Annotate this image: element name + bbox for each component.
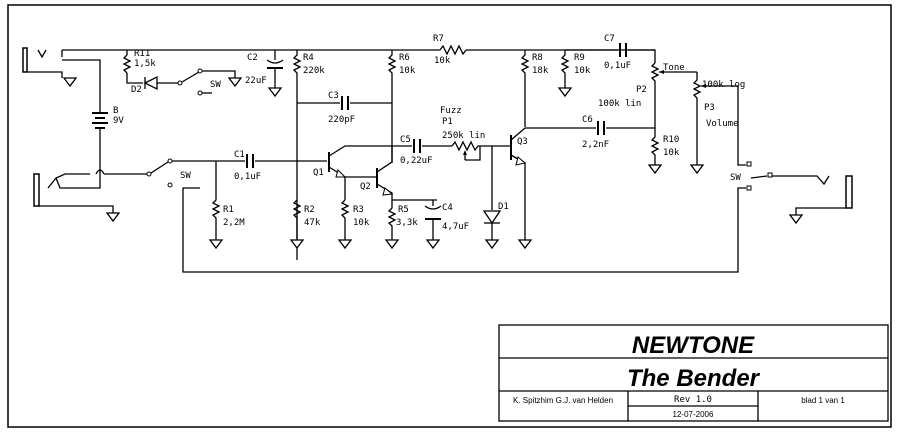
label-r1-ref: R1: [223, 205, 234, 215]
ground-icon: [557, 87, 573, 98]
ground-icon: [105, 212, 121, 223]
component-labels: R11 1,5k D2 SW C2 22uF B 9V R4 220k C3 2…: [113, 34, 745, 232]
label-r1-value: 2,2M: [223, 218, 245, 228]
label-p2-ref: P2: [636, 85, 647, 95]
label-b-ref: B: [113, 106, 118, 116]
title-company: NEWTONE: [632, 332, 755, 359]
label-b-value: 9V: [113, 116, 124, 126]
label-r6-value: 10k: [399, 66, 416, 76]
label-c3-ref: C3: [328, 91, 339, 101]
ground-icon: [517, 239, 533, 250]
ground-icon: [227, 77, 243, 88]
title-date: 12-07-2006: [673, 410, 714, 419]
label-c7-ref: C7: [604, 34, 615, 44]
label-p2-value: 100k lin: [598, 99, 641, 109]
ground-icon: [384, 239, 400, 250]
label-q1-ref: Q1: [313, 168, 324, 178]
label-r11-ref: R11: [134, 49, 150, 59]
label-r4-value: 220k: [303, 66, 325, 76]
label-r6-ref: R6: [399, 53, 410, 63]
label-p3-name: Volume: [706, 119, 739, 129]
label-c2-value: 22uF: [245, 76, 267, 86]
label-r7-value: 10k: [434, 56, 451, 66]
input-jack-top-sleeve: [22, 47, 28, 73]
label-r3-value: 10k: [353, 218, 370, 228]
label-c5-value: 0,22uF: [400, 156, 433, 166]
title-revision: Rev 1.0: [674, 395, 712, 405]
ground-icon: [208, 239, 224, 250]
label-c4-ref: C4: [442, 203, 453, 213]
title-project: The Bender: [627, 365, 761, 392]
label-c1-ref: C1: [234, 150, 245, 160]
label-p2-name: Tone: [663, 63, 685, 73]
title-sheet: blad 1 van 1: [801, 396, 845, 405]
ground-icon: [337, 239, 353, 250]
label-p1-value: 250k lin: [442, 131, 485, 141]
label-d2-ref: D2: [131, 85, 142, 95]
label-c6-ref: C6: [582, 115, 593, 125]
label-r4-ref: R4: [303, 53, 314, 63]
label-r2-ref: R2: [304, 205, 315, 215]
label-p1-ref: P1: [442, 117, 453, 127]
label-c3-value: 220pF: [328, 115, 355, 125]
label-sw-top: SW: [210, 80, 221, 90]
ground-icon: [425, 239, 441, 250]
label-c1-value: 0,1uF: [234, 172, 261, 182]
label-r8-ref: R8: [532, 53, 543, 63]
sheet-border: [7, 4, 892, 428]
label-r2-value: 47k: [304, 218, 321, 228]
title-block: NEWTONE The Bender K. Spitzhim G.J. van …: [498, 324, 889, 422]
label-c6-value: 2,2nF: [582, 140, 609, 150]
label-r10-value: 10k: [663, 148, 680, 158]
label-r5-value: 3,3k: [396, 218, 418, 228]
ground-icon: [788, 214, 804, 225]
label-r3-ref: R3: [353, 205, 364, 215]
ground-icon: [647, 164, 663, 175]
label-r9-ref: R9: [574, 53, 585, 63]
output-jack-sleeve: [845, 175, 853, 209]
label-sw-input: SW: [180, 171, 191, 181]
label-q2-ref: Q2: [360, 182, 371, 192]
label-q3-ref: Q3: [517, 137, 528, 147]
label-c7-value: 0,1uF: [604, 61, 631, 71]
ground-icon: [267, 87, 283, 98]
label-r10-ref: R10: [663, 135, 679, 145]
ground-icon: [689, 164, 705, 175]
input-jack-sleeve: [33, 173, 40, 207]
label-c2-ref: C2: [247, 53, 258, 63]
label-p3-ref: P3: [704, 103, 715, 113]
title-authors: K. Spitzhim G.J. van Helden: [513, 396, 613, 405]
label-r5-ref: R5: [398, 205, 409, 215]
ground-icon: [62, 77, 78, 88]
ground-icon: [289, 239, 305, 250]
label-c4-value: 4,7uF: [442, 222, 469, 232]
label-sw-output: SW: [730, 173, 741, 183]
wires: [22, 43, 853, 273]
ground-symbols: [62, 77, 804, 250]
label-r8-value: 18k: [532, 66, 549, 76]
label-d1-ref: D1: [498, 202, 509, 212]
label-fuzz-name: Fuzz: [440, 106, 462, 116]
label-r7-ref: R7: [433, 34, 444, 44]
label-r11-value: 1,5k: [134, 59, 156, 69]
label-c5-ref: C5: [400, 135, 411, 145]
ground-icon: [484, 239, 500, 250]
label-p3-value: 100k log: [702, 80, 745, 90]
label-r9-value: 10k: [574, 66, 591, 76]
